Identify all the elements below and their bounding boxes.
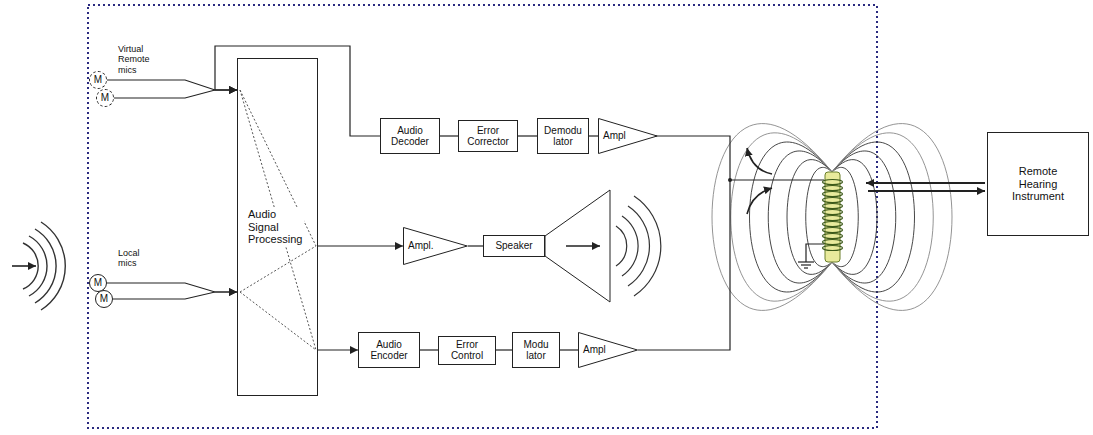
receive-arrow: [747, 148, 772, 174]
signal-line: [420, 349, 438, 350]
field-line: [832, 133, 933, 301]
node-text: Ampl: [603, 130, 626, 142]
node-text: Audio Encoder: [370, 339, 407, 362]
winding: [823, 246, 843, 251]
signal-line: [113, 292, 237, 299]
speaker-waves: [616, 196, 661, 296]
transmit-arrow: [747, 188, 772, 214]
amplifier: Ampl: [578, 332, 638, 368]
processing-paths: [240, 90, 316, 350]
signal-line: [589, 135, 598, 136]
winding: [823, 204, 843, 209]
node-text: M: [94, 278, 102, 288]
node-text: Ampl.: [408, 240, 434, 252]
winding: [823, 222, 843, 227]
node-text: Remote Hearing Instrument: [1012, 165, 1064, 203]
link-arrow-out: [868, 190, 985, 192]
link-arrow-in: [866, 182, 985, 184]
node-text: Ampl: [583, 344, 606, 356]
winding: [823, 186, 843, 191]
antenna-wires: [638, 136, 824, 350]
corrector-box: Error Corrector: [458, 120, 518, 152]
signal-line: [496, 349, 512, 350]
node-text: Speaker: [495, 240, 532, 252]
signal-line: [440, 135, 458, 136]
winding: [823, 198, 843, 203]
winding: [823, 228, 843, 233]
amplifier: Ampl.: [403, 227, 468, 265]
node-text: Demodu lator: [544, 125, 582, 148]
winding: [823, 240, 843, 245]
remote-instrument: Remote Hearing Instrument: [987, 132, 1089, 236]
demodulator-box: Demodu lator: [537, 118, 589, 154]
winding: [823, 210, 843, 215]
winding: [823, 192, 843, 197]
signal-line: [215, 46, 380, 136]
device-frame: [88, 5, 877, 428]
magnetic-field-lines: [712, 124, 952, 311]
control-box: Error Control: [438, 336, 496, 365]
field-line: [832, 124, 952, 311]
field-line: [750, 142, 833, 292]
local-mic: M: [95, 290, 113, 308]
sound-arrow: [12, 265, 36, 267]
signal-line: [518, 135, 537, 136]
processing-box: Audio Signal Processing: [237, 58, 318, 396]
junction-dot: [728, 178, 732, 182]
virtual-mic: M: [89, 71, 107, 89]
node-text: Modu lator: [523, 339, 548, 362]
signal-line: [107, 80, 237, 90]
signal-line: [560, 349, 578, 350]
node-text: M: [101, 93, 109, 103]
amplifier: Ampl: [598, 118, 658, 154]
signal-line: [468, 245, 483, 246]
decoder-box: Audio Decoder: [380, 118, 440, 154]
mic-label: Virtual Remote mics: [118, 44, 150, 75]
modulator-box: Modu lator: [512, 332, 560, 368]
winding: [823, 216, 843, 221]
virtual-mic: M: [96, 89, 114, 107]
winding: [823, 234, 843, 239]
signal-line: [114, 90, 237, 98]
node-text: Audio Decoder: [391, 125, 429, 148]
node-text: M: [100, 294, 108, 304]
node-text: Error Control: [451, 339, 483, 362]
node-text: Audio Signal Processing: [246, 207, 304, 247]
signal-line: [107, 283, 237, 292]
speaker-box: Speaker: [483, 235, 545, 257]
speaker-arrow: [566, 245, 600, 247]
node-text: M: [94, 75, 102, 85]
signal-line: [318, 245, 403, 246]
node-text: Error Corrector: [467, 125, 509, 148]
coil-windings: [823, 180, 843, 251]
field-line: [832, 142, 915, 292]
winding: [823, 180, 843, 185]
mic-label: Local mics: [118, 248, 140, 269]
signal-line: [318, 349, 358, 350]
speaker-cone: [545, 190, 610, 302]
field-line: [731, 133, 832, 301]
encoder-box: Audio Encoder: [358, 332, 420, 368]
